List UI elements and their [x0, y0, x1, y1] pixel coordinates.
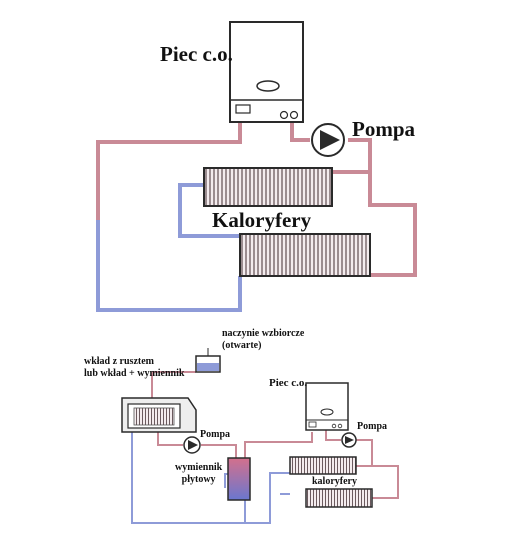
exchanger-label-line2: płytowy	[181, 474, 216, 485]
bottom-pump-right-label: Pompa	[357, 421, 387, 432]
top-radiators-label: Kaloryfery	[212, 208, 312, 232]
fireplace-label-line1: wkład z rusztem	[84, 356, 154, 367]
top-furnace-label: Piec c.o.	[160, 42, 233, 66]
bottom-pump-right-icon	[341, 432, 357, 448]
top-hot-pipes	[96, 122, 417, 277]
top-radiator-upper	[203, 167, 333, 207]
fireplace-label-line2: lub wkład + wymiennik	[84, 368, 185, 379]
plate-heat-exchanger	[227, 457, 251, 501]
bottom-radiator-lower	[305, 488, 373, 508]
bottom-furnace	[305, 382, 349, 431]
top-pump-icon	[311, 123, 345, 157]
top-system	[96, 21, 417, 312]
fireplace-insert	[121, 397, 197, 433]
top-pump-label: Pompa	[352, 117, 415, 141]
expansion-vessel-label: naczynie wzbiorcze (otwarte)	[222, 328, 304, 352]
top-furnace	[229, 21, 304, 123]
expansion-vessel-label-line2: (otwarte)	[222, 340, 262, 351]
exchanger-label-line1: wymiennik	[175, 462, 223, 473]
bottom-pump-left-icon	[183, 436, 201, 454]
bottom-pump-left-label: Pompa	[200, 429, 230, 440]
exchanger-label: wymiennik płytowy	[175, 462, 222, 486]
bottom-radiators-label: kaloryfery	[312, 476, 357, 487]
bottom-system	[121, 348, 399, 524]
top-radiator-lower	[239, 233, 371, 277]
top-cold-pipes	[96, 183, 242, 312]
bottom-radiator-upper	[289, 456, 357, 475]
expansion-vessel	[152, 348, 221, 373]
bottom-furnace-label: Piec c.o.	[269, 377, 308, 389]
expansion-vessel-label-line1: naczynie wzbiorcze	[222, 328, 305, 339]
bottom-hot-pipes	[151, 372, 399, 499]
fireplace-label: wkład z rusztem lub wkład + wymiennik	[84, 356, 184, 380]
